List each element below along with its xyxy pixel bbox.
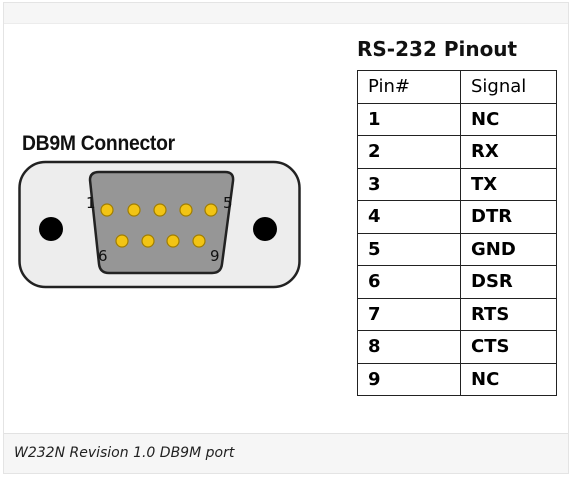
pin-9 [192, 234, 206, 248]
table-row: 4 DTR [357, 200, 557, 234]
pin-label-1: 1 [86, 194, 96, 212]
pin-signal: RTS [460, 297, 557, 331]
pin-number: 9 [357, 362, 461, 396]
pin-number: 3 [357, 167, 461, 201]
pin-7 [141, 234, 155, 248]
pin-signal: TX [460, 167, 557, 201]
table-row: 6 DSR [357, 265, 557, 299]
table-row: 9 NC [357, 362, 557, 396]
pin-8 [166, 234, 180, 248]
pin-4 [179, 203, 193, 217]
caption-bar: W232N Revision 1.0 DB9M port [4, 433, 568, 473]
top-band [4, 3, 568, 24]
pin-label-9: 9 [210, 247, 220, 265]
mount-hole-right [253, 217, 277, 241]
pin-signal: NC [460, 102, 557, 136]
pin-signal: RX [460, 135, 557, 169]
pin-signal: DTR [460, 200, 557, 234]
header-pin: Pin# [357, 70, 461, 104]
table-row: 8 CTS [357, 330, 557, 364]
table-row: 1 NC [357, 102, 557, 136]
db9-connector-diagram: 1 5 6 9 [18, 160, 301, 289]
pin-5 [204, 203, 218, 217]
header-signal: Signal [460, 70, 557, 104]
pin-2 [127, 203, 141, 217]
pinout-table: Pin# Signal 1 NC 2 RX 3 TX 4 DTR 5 GND 6… [357, 70, 557, 396]
connector-insert [88, 170, 235, 275]
table-row: 3 TX [357, 167, 557, 201]
pin-label-6: 6 [98, 247, 108, 265]
pin-1 [100, 203, 114, 217]
pin-number: 1 [357, 102, 461, 136]
pin-signal: CTS [460, 330, 557, 364]
pin-number: 5 [357, 232, 461, 266]
pin-signal: DSR [460, 265, 557, 299]
pin-3 [153, 203, 167, 217]
connector-title: DB9M Connector [22, 132, 175, 155]
pinout-title: RS-232 Pinout [357, 37, 518, 61]
pin-number: 2 [357, 135, 461, 169]
figure-caption: W232N Revision 1.0 DB9M port [14, 445, 235, 461]
table-row: 5 GND [357, 232, 557, 266]
pin-number: 4 [357, 200, 461, 234]
pin-signal: NC [460, 362, 557, 396]
pin-signal: GND [460, 232, 557, 266]
mount-hole-left [39, 217, 63, 241]
pin-number: 8 [357, 330, 461, 364]
pin-6 [115, 234, 129, 248]
pin-number: 7 [357, 297, 461, 331]
table-row: 2 RX [357, 135, 557, 169]
table-row: 7 RTS [357, 297, 557, 331]
table-header-row: Pin# Signal [357, 70, 557, 104]
pin-number: 6 [357, 265, 461, 299]
pin-label-5: 5 [223, 194, 233, 212]
